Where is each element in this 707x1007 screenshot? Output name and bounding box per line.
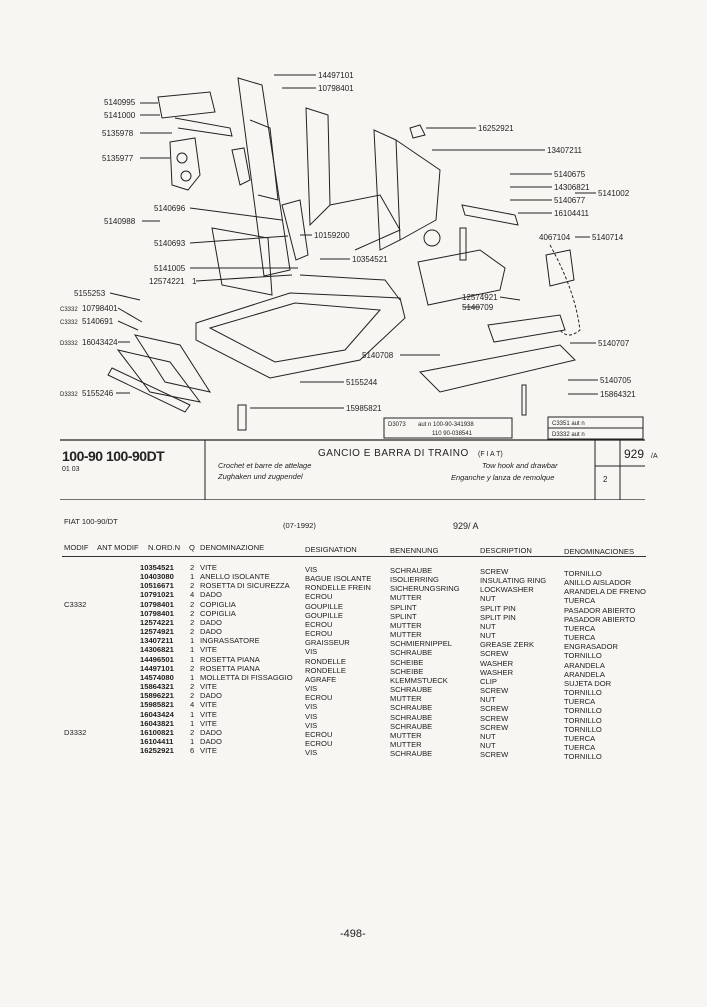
italian-name-column: VITE ANELLO ISOLANTE ROSETTA DI SICUREZZ… [200, 563, 293, 756]
pn-10798401b: 10798401 [82, 304, 118, 313]
french-name-column: VIS BAGUE ISOLANTE RONDELLE FREIN ECROU … [305, 565, 372, 758]
pn-15985821: 15985821 [346, 404, 382, 413]
pn-5140708: 5140708 [362, 351, 394, 360]
pn-5135977: 5135977 [102, 154, 134, 163]
pn-5140705: 5140705 [600, 376, 632, 385]
title-main: GANCIO E BARRA DI TRAINO [318, 448, 469, 459]
title-es: Enganche y lanza de remolque [451, 473, 554, 482]
col-header-denominazione: DENOMINAZIONE [200, 543, 265, 552]
ref1-line1: aut n 100-90-341938 [418, 422, 474, 428]
pn-5140714: 5140714 [592, 233, 624, 242]
drawbar-frame [195, 292, 406, 379]
clamp-5140995 [157, 91, 216, 119]
pn-5155246: 5155246 [82, 389, 114, 398]
ref1-code: D3073 [388, 422, 406, 428]
pn-5140696: 5140696 [154, 204, 186, 213]
pn-10159200: 10159200 [314, 231, 350, 240]
mod-c3332b: C3332 [60, 320, 78, 326]
list-model: FIAT 100-90/DT [64, 517, 118, 526]
pn-5140707: 5140707 [598, 339, 630, 348]
title-models: 100-90 100-90DT [62, 448, 165, 464]
pn-5141005: 5141005 [154, 264, 186, 273]
pn-5140995: 5140995 [104, 98, 136, 107]
pn-10798401: 10798401 [318, 84, 354, 93]
col-header-ant-modif: ANT MODIF [97, 543, 139, 552]
tow-hook [417, 249, 506, 306]
ref2-line2: D3332 aut n [552, 432, 585, 438]
pn-5135978: 5135978 [102, 129, 134, 138]
table-suffix: /A [651, 453, 658, 460]
col-header-n-ordn: N.ORD.N [148, 543, 181, 552]
list-table: 929/ A [453, 521, 479, 531]
pn-14497101: 14497101 [318, 71, 354, 80]
table-number: 929 [624, 447, 644, 461]
pn-12574921: 12574921 [462, 293, 498, 302]
col-header-description: DESCRIPTION [480, 546, 532, 555]
safety-chain [549, 244, 581, 336]
pn-5141002: 5141002 [598, 189, 630, 198]
col-header-modif: MODIF [64, 543, 89, 552]
col-header-denominaciones: DENOMINACIONES [564, 547, 635, 556]
svg-text:1: 1 [192, 277, 197, 286]
roller-5155244 [133, 334, 212, 393]
mod-c3332a: C3332 [60, 307, 78, 313]
pn-5140709: 5140709 [462, 303, 494, 312]
title-fr: Crochet et barre de attelage [218, 461, 311, 470]
header-rule [62, 556, 646, 557]
pivot-bracket [237, 77, 291, 277]
hitch-bracket [305, 107, 331, 227]
pn-5140675: 5140675 [554, 170, 586, 179]
pn-13407211: 13407211 [547, 146, 583, 155]
mod-d3332a: D3332 [60, 341, 78, 347]
pn-16043424: 16043424 [82, 338, 118, 347]
side-shield [211, 227, 273, 296]
pn-5140691: 5140691 [82, 317, 114, 326]
pn-5155244: 5155244 [346, 378, 378, 387]
col-header-benennung: BENENNUNG [390, 546, 439, 555]
pn-16104411: 16104411 [554, 209, 590, 218]
exploded-parts-diagram: 14497101 10798401 5140995 5141000 513597… [60, 71, 658, 500]
quantity-column: 2 1 2 4 2 2 2 2 1 1 1 2 1 2 2 4 1 1 2 1 … [190, 563, 195, 756]
clevis-5135977 [169, 137, 201, 191]
ref1-line2: 110 90-038541 [432, 431, 473, 437]
title-brand: (F I A T) [478, 451, 503, 458]
german-name-column: SCHRAUBE ISOLIERRING SICHERUNGSRING MUTT… [390, 566, 460, 759]
col-header-q: Q [189, 543, 195, 552]
title-en: Tow hook and drawbar [482, 461, 558, 470]
title-de: Zughaken und zugpendel [217, 472, 303, 481]
mod-d3332b: D3332 [60, 392, 78, 398]
page-number: -498- [340, 928, 366, 940]
spanish-name-column: TORNILLO ANILLO AISLADOR ARANDELA DE FRE… [564, 569, 646, 762]
pn-14306821: 14306821 [554, 183, 590, 192]
english-name-column: SCREW INSULATING RING LOCKWASHER NUT SPL… [480, 567, 547, 760]
pn-5155253: 5155253 [74, 289, 106, 298]
pn-5141000: 5141000 [104, 111, 136, 120]
pn-16252921: 16252921 [478, 124, 514, 133]
pn-10354521: 10354521 [352, 255, 388, 264]
title-models-sub: 01 03 [62, 466, 80, 473]
part-number-column: 10354521 10403080 10516671 10791021 1079… [140, 563, 174, 756]
pn-5140693: 5140693 [154, 239, 186, 248]
drawbar [418, 344, 576, 393]
qty-box: 2 [603, 475, 608, 484]
col-header-designation: DESIGNATION [305, 545, 357, 554]
ref2-line1: C3351 aut n [552, 421, 585, 427]
pn-12574221: 12574221 [149, 277, 185, 286]
pn-4067104: 4067104 [539, 233, 571, 242]
pn-5140988: 5140988 [104, 217, 136, 226]
pn-5140677: 5140677 [554, 196, 586, 205]
modif-column: C3332 D3332 [64, 599, 87, 737]
list-date: (07-1992) [283, 521, 316, 530]
hitch-pin [459, 227, 467, 261]
pn-15864321: 15864321 [600, 390, 636, 399]
